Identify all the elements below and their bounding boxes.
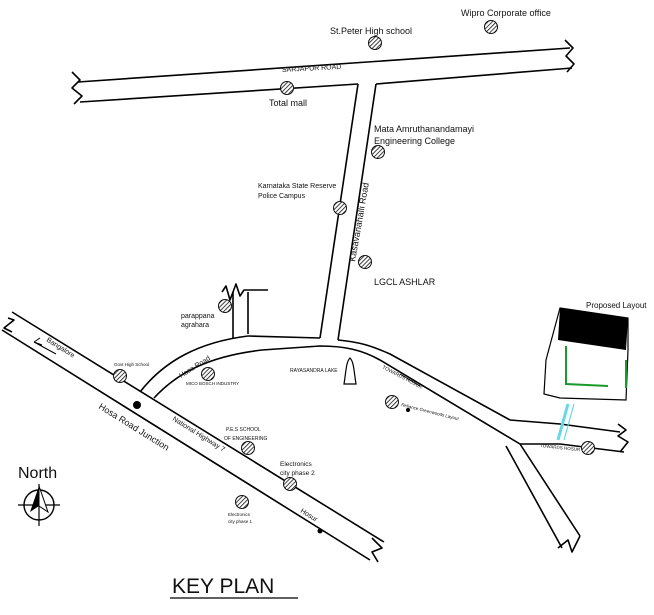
marker-wipro-icon — [484, 20, 498, 34]
page-title: KEY PLAN — [172, 575, 274, 598]
marker-pes-icon — [241, 441, 255, 455]
label-hosa-junction: Hosa Road Junction — [97, 401, 171, 452]
hosa-road — [139, 335, 521, 445]
marker-total-mall-icon — [280, 81, 294, 95]
label-north: North — [18, 465, 57, 482]
label-ksrp-2: Police Campus — [258, 193, 306, 200]
marker-st-peter-icon — [368, 36, 382, 50]
label-sarjapur-road: SARJAPUR ROAD — [282, 64, 342, 74]
label-total-mall: Total mall — [269, 98, 307, 108]
marker-parappana-icon — [218, 299, 232, 313]
marker-mico-icon — [201, 367, 215, 381]
label-mata-1: Mata Amruthanandamayi — [374, 124, 474, 134]
marker-ksrp-icon — [333, 201, 347, 215]
label-pes-2: OF ENGINEERING — [224, 436, 267, 442]
label-mico: MICO BOSCH INDUSTRY — [186, 381, 239, 386]
north-compass: North — [18, 465, 60, 526]
rayasandra-lake-icon — [343, 357, 357, 385]
reliance-dot-icon — [406, 408, 410, 412]
kasavanahalli-road — [319, 83, 377, 341]
label-ksrp-1: Karnataka State Reserve — [258, 183, 336, 190]
label-ecity2-2: city phase 2 — [280, 470, 315, 477]
label-mata-2: Engineering College — [374, 136, 455, 146]
marker-ecity1-icon — [235, 495, 249, 509]
label-parappana-2: agrahara — [181, 322, 209, 329]
marker-ecity2-icon — [283, 477, 297, 491]
marker-reliance-icon — [385, 395, 399, 409]
label-ecity2-1: Electronics — [280, 461, 313, 468]
marker-govt-school-icon — [113, 369, 127, 383]
marker-mata-icon — [371, 145, 385, 159]
label-pes-1: P.E.S SCHOOL — [226, 427, 261, 433]
label-wipro: Wipro Corporate office — [461, 8, 551, 18]
sarjapur-road — [71, 39, 575, 105]
national-highway-7 — [1, 311, 385, 563]
hosur-dot-icon — [317, 528, 323, 534]
label-ecity1-1: Electronics — [228, 512, 251, 517]
parappana-branch — [221, 283, 268, 338]
label-st-peter: St.Peter High school — [330, 26, 412, 36]
marker-lgcl-icon — [358, 255, 372, 269]
label-reliance: Reliance Greenwoods Layout — [401, 402, 460, 421]
marker-towards-hosur-icon — [581, 441, 595, 455]
arrow-bangalore-icon — [33, 337, 57, 355]
label-kasavanahalli-road: Kasavanahalli Road — [347, 182, 371, 263]
label-nh7: National Highway 7 — [171, 416, 226, 454]
landmark-markers — [113, 20, 595, 509]
label-towards-hosur-2: TOWARDS HOSUR — [540, 443, 581, 452]
label-ecity1-2: city phase 1 — [228, 519, 253, 524]
label-govt-school: Govt High School — [114, 362, 149, 367]
label-parappana-1: parappana — [181, 313, 215, 320]
towards-hosur-branch — [505, 419, 629, 553]
proposed-layout-plot — [543, 307, 629, 441]
label-rayasandra: RAYASANDRA LAKE — [290, 368, 338, 374]
label-lgcl: LGCL ASHLAR — [374, 277, 436, 287]
junction-dot-icon — [133, 401, 141, 409]
label-proposed-layout: Proposed Layout — [586, 301, 647, 310]
arrow-hosur-icon — [399, 373, 421, 387]
